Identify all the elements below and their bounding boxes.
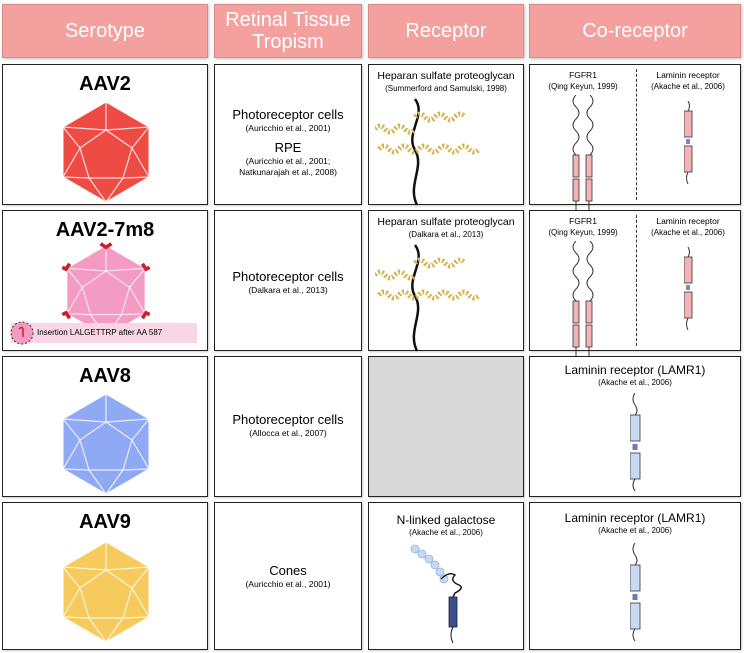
hspg-icon <box>375 95 505 207</box>
coreceptor-cite: (Akache et al., 2006) <box>598 526 672 535</box>
serotype-name: AAV2 <box>79 73 131 95</box>
header-tropism: Retinal Tissue Tropism <box>214 4 362 58</box>
header-receptor: Receptor <box>368 4 524 58</box>
row-aav27m8-coreceptor: FGFR1 (Qing Keyun, 1999) Laminin recepto… <box>529 210 741 360</box>
row-aav8-serotype: AAV8 <box>2 356 208 497</box>
coreceptor-cite: (Akache et al., 2006) <box>651 82 725 91</box>
row-aav9-serotype: AAV9 <box>2 502 208 650</box>
receptor-title: N-linked galactose <box>396 513 496 527</box>
tropism-cite: (Allocca et al., 2007) <box>249 428 327 438</box>
coreceptor-cite: (Qing Keyun, 1999) <box>548 82 618 91</box>
row-aav2-receptor: Heparan sulfate proteoglycan (Summerford… <box>368 64 524 205</box>
row-aav9-receptor: N-linked galactose (Akache et al., 2006) <box>368 502 524 650</box>
laminin-receptor-icon <box>630 393 641 492</box>
tropism-label: Photoreceptor cells <box>232 412 344 427</box>
tropism-cite: (Auricchio et al., 2001; Natkunarajah et… <box>239 156 337 177</box>
capsid-icon <box>62 101 150 203</box>
tropism-cite: (Auricchio et al., 2001) <box>245 123 331 133</box>
row-aav27m8-tropism: Photoreceptor cells (Dalkara et al., 201… <box>214 210 362 351</box>
tropism-label: Cones <box>269 563 307 578</box>
row-aav9-tropism: Cones (Auricchio et al., 2001) <box>214 502 362 650</box>
row-aav2-serotype: AAV2 <box>2 64 208 205</box>
coreceptor-title: Laminin receptor (LAMR1) <box>564 511 706 525</box>
tropism-label: RPE <box>274 140 302 155</box>
row-aav27m8-serotype: AAV2-7m8 Insertion LALGETTRP after AA 58… <box>2 210 208 351</box>
row-aav27m8-receptor: Heparan sulfate proteoglycan (Dalkara et… <box>368 210 524 351</box>
coreceptor-title: FGFR1 <box>569 216 597 226</box>
coreceptor-cite: (Akache et al., 2006) <box>598 378 672 387</box>
header-serotype: Serotype <box>2 4 208 58</box>
laminin-receptor-icon <box>630 543 641 642</box>
laminin-receptor-icon <box>684 247 693 331</box>
row-aav2-coreceptor: FGFR1 (Qing Keyun, 1999) Laminin recepto… <box>529 64 741 214</box>
receptor-title: Heparan sulfate proteoglycan <box>377 216 515 228</box>
serotype-name: AAV2-7m8 <box>55 219 155 241</box>
receptor-cite: (Akache et al., 2006) <box>409 528 483 537</box>
hspg-icon <box>375 241 505 353</box>
row-aav8-tropism: Photoreceptor cells (Allocca et al., 200… <box>214 356 362 497</box>
coreceptor-title: Laminin receptor <box>656 216 720 226</box>
tropism-label: Photoreceptor cells <box>232 107 344 122</box>
header-coreceptor: Co-receptor <box>529 4 741 58</box>
capsid-icon <box>62 541 150 643</box>
serotype-name: AAV9 <box>79 511 131 533</box>
fgfr1-icon <box>572 241 594 360</box>
row-aav8-coreceptor: Laminin receptor (LAMR1) (Akache et al.,… <box>529 356 741 497</box>
divider <box>636 215 637 346</box>
insertion-note-bar <box>11 323 197 343</box>
tropism-label: Photoreceptor cells <box>232 269 344 284</box>
n-linked-galactose-icon <box>410 544 462 644</box>
coreceptor-title: FGFR1 <box>569 70 597 80</box>
coreceptor-title: Laminin receptor (LAMR1) <box>564 363 706 377</box>
fgfr1-icon <box>572 95 594 214</box>
receptor-cite: (Dalkara et al., 2013) <box>408 230 484 239</box>
row-aav9-coreceptor: Laminin receptor (LAMR1) (Akache et al.,… <box>529 502 741 650</box>
tropism-cite: (Auricchio et al., 2001) <box>245 579 331 589</box>
receptor-cite: (Summerford and Samulski, 1998) <box>385 84 507 93</box>
receptor-title: Heparan sulfate proteoglycan <box>377 70 515 82</box>
tropism-cite: (Dalkara et al., 2013) <box>248 285 328 295</box>
coreceptor-cite: (Akache et al., 2006) <box>651 228 725 237</box>
coreceptor-cite: (Qing Keyun, 1999) <box>548 228 618 237</box>
row-aav2-tropism: Photoreceptor cells (Auricchio et al., 2… <box>214 64 362 205</box>
capsid-icon <box>62 393 150 495</box>
divider <box>636 69 637 200</box>
insertion-note: Insertion LALGETTRP after AA 587 <box>37 328 163 337</box>
insertion-marker-icon <box>10 321 34 345</box>
coreceptor-title: Laminin receptor <box>656 70 720 80</box>
serotype-name: AAV8 <box>79 365 131 387</box>
laminin-receptor-icon <box>684 101 693 185</box>
row-aav8-receptor-empty <box>368 356 524 497</box>
